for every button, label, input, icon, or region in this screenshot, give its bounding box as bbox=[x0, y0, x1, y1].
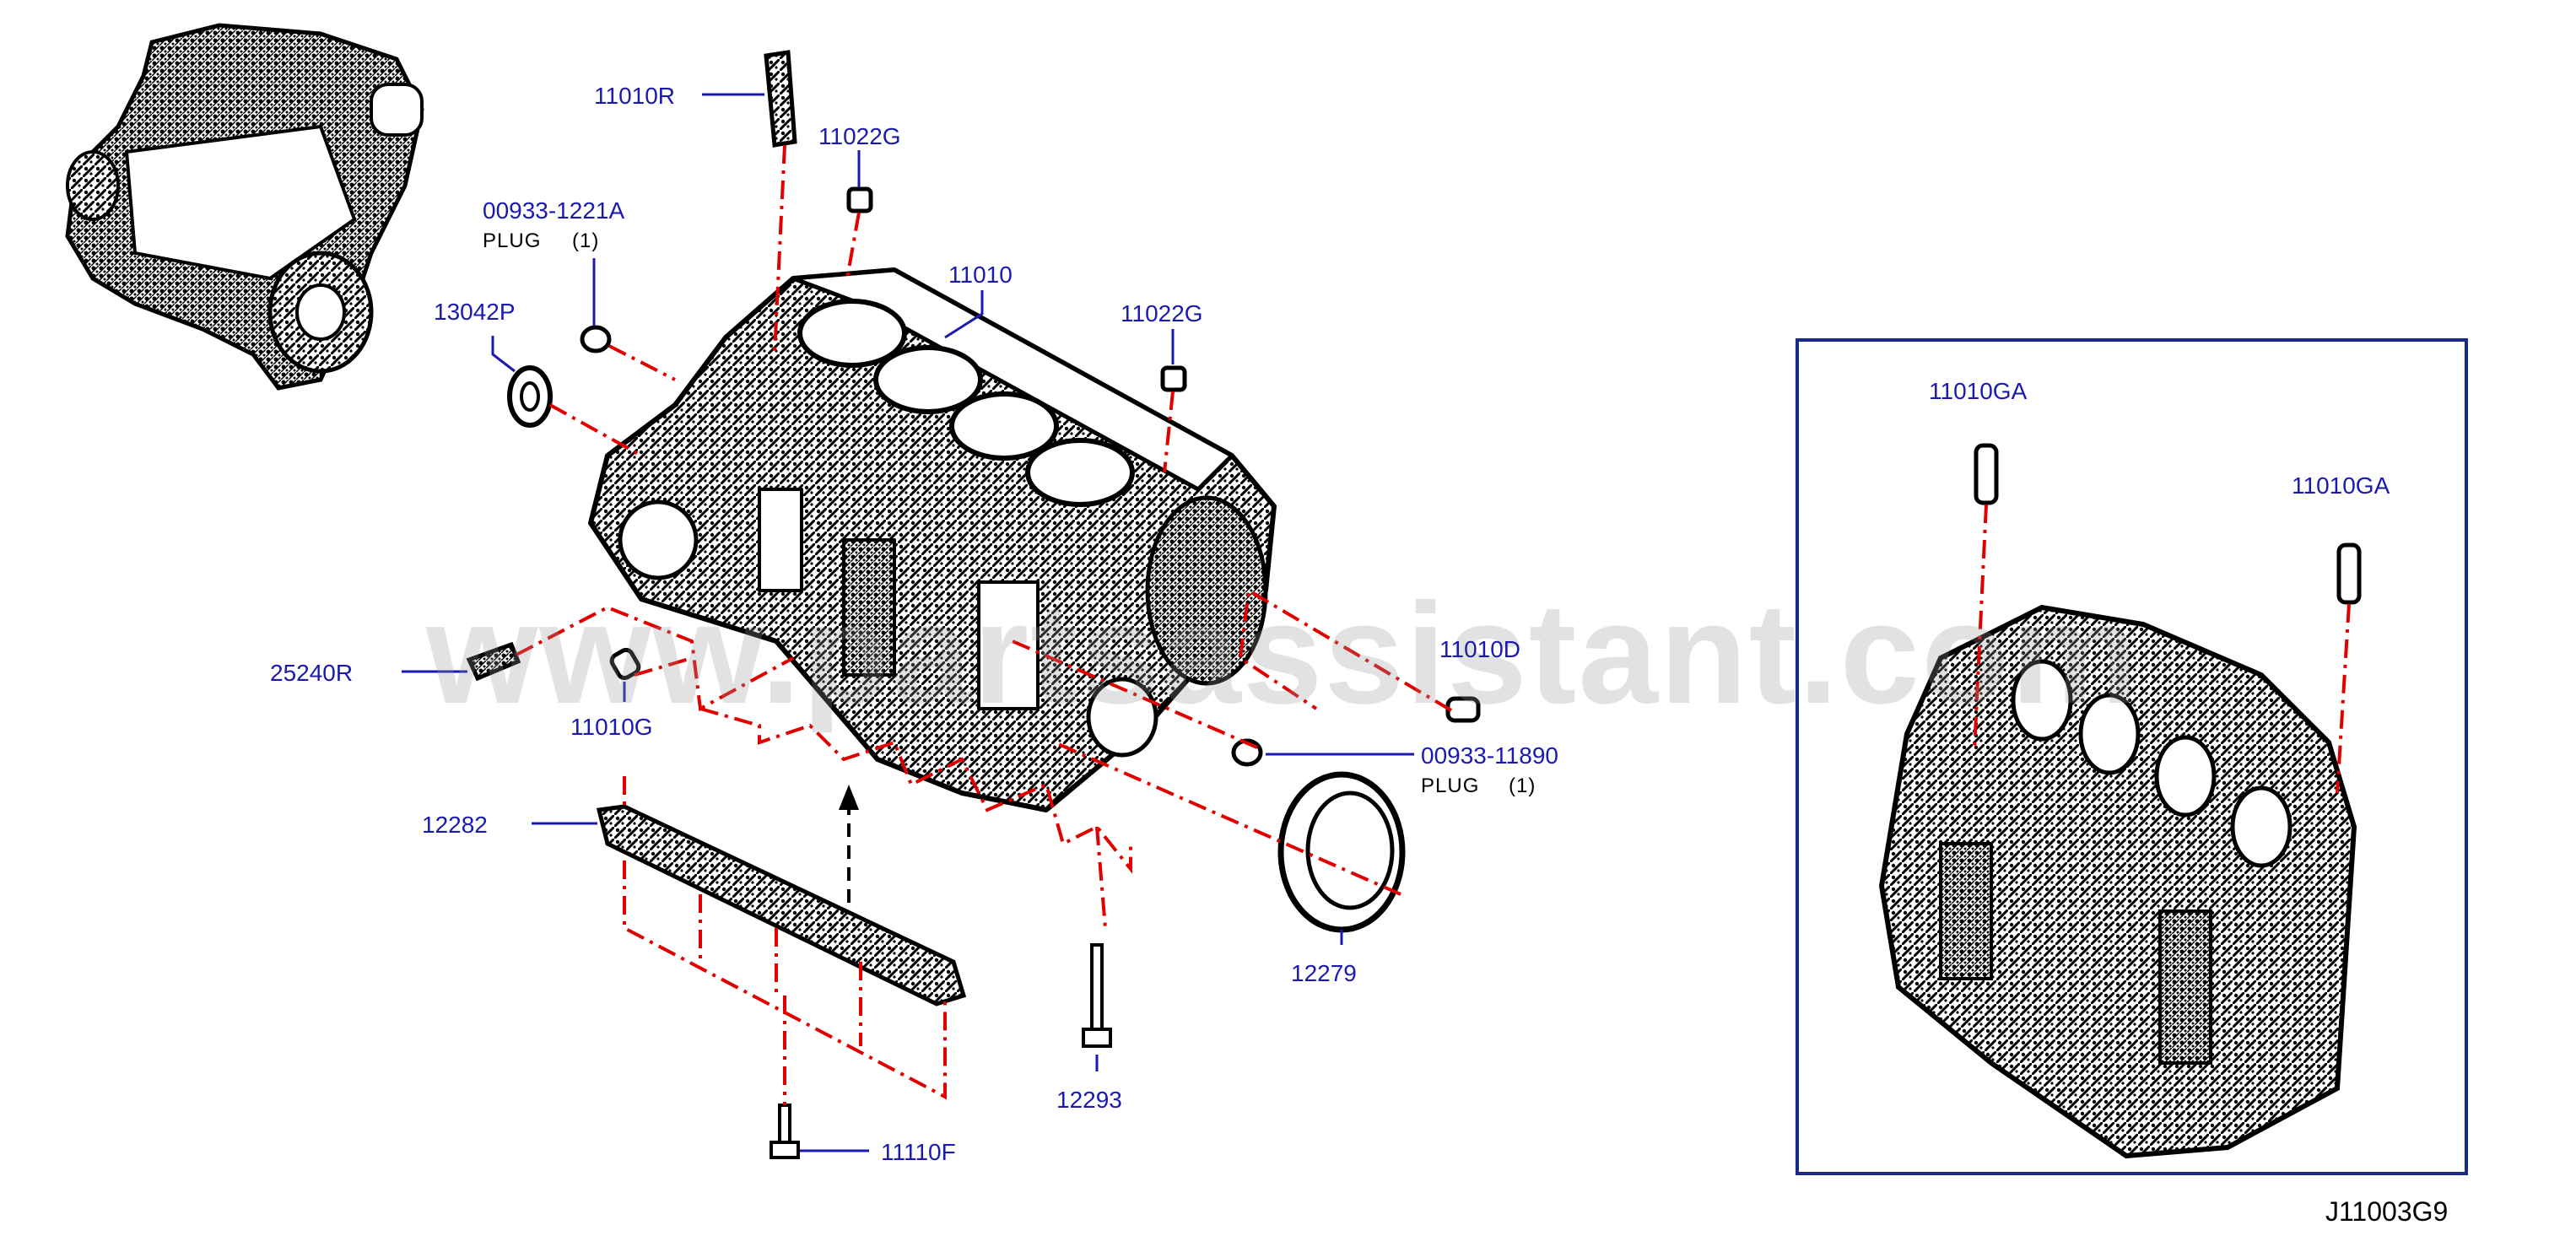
label-25240R: 25240R bbox=[270, 660, 354, 686]
label-00933-1221A: 00933-1221A bbox=[483, 197, 625, 224]
rear-oil-seal-12279 bbox=[1277, 771, 1406, 933]
dowel-11010G bbox=[609, 647, 641, 681]
label-11010R: 11010R bbox=[594, 83, 676, 109]
label-11010G: 11010G bbox=[570, 714, 653, 740]
label-11010: 11010 bbox=[948, 262, 1013, 288]
assembly-direction-arrow bbox=[839, 785, 859, 903]
label-12293: 12293 bbox=[1056, 1087, 1122, 1113]
watermark: www.partsassistant.com bbox=[426, 574, 2141, 734]
label-11022G-upper: 11022G bbox=[818, 123, 901, 149]
label-11010GA-left: 11010GA bbox=[1929, 378, 2028, 404]
label-00933-11890: 00933-11890 bbox=[1421, 742, 1558, 769]
bolt-11110F bbox=[770, 1104, 800, 1159]
diagram-reference: J11003G9 bbox=[2325, 1196, 2449, 1227]
label-11022G-right: 11022G bbox=[1121, 300, 1203, 326]
label-qty-00933-1221A: (1) bbox=[572, 229, 600, 252]
plug-11022G-right bbox=[1160, 365, 1187, 392]
sensor-25240R bbox=[466, 641, 521, 682]
cylinder-block-main bbox=[588, 267, 1277, 812]
seal-13042P bbox=[507, 365, 553, 428]
inset-phantom-lines bbox=[1973, 504, 2351, 794]
baffle-plate-12282 bbox=[596, 804, 967, 1006]
engine-assembly-thumbnail bbox=[65, 23, 424, 391]
plug-11022G-upper bbox=[846, 186, 873, 213]
assembly-phantom-lines bbox=[516, 144, 1453, 1105]
dowel-11010GA-left bbox=[1974, 443, 1999, 505]
inset-panel bbox=[1796, 338, 2468, 1175]
dowel-11010GA-right bbox=[2336, 542, 2362, 605]
label-plug-00933-11890: PLUG bbox=[1421, 774, 1480, 797]
label-12279: 12279 bbox=[1291, 960, 1357, 986]
label-11110F: 11110F bbox=[881, 1139, 956, 1165]
dipstick-tube-11010R bbox=[764, 50, 797, 148]
bolt-12293 bbox=[1082, 943, 1112, 1048]
label-11010GA-right: 11010GA bbox=[2292, 472, 2390, 499]
label-11010D: 11010D bbox=[1439, 636, 1521, 662]
label-13042P: 13042P bbox=[434, 299, 516, 325]
label-qty-00933-11890: (1) bbox=[1509, 774, 1536, 797]
label-plug-00933-1221A: PLUG bbox=[483, 229, 542, 252]
plug-00933-1221A bbox=[580, 325, 612, 353]
label-12282: 12282 bbox=[422, 812, 488, 838]
